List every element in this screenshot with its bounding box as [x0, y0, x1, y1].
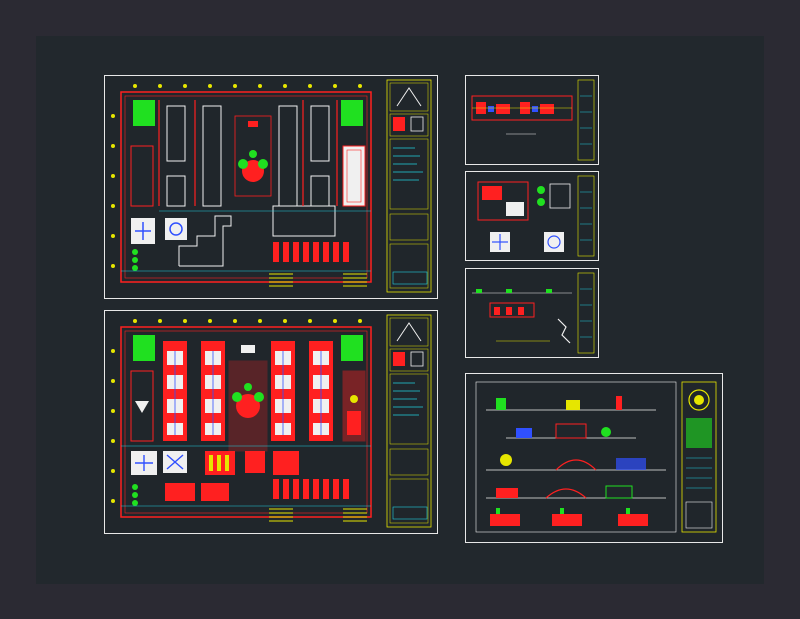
sheet-detail[interactable]: [465, 171, 599, 261]
floor-plan-lower-drawing: [111, 314, 432, 528]
elevation-drawing: [472, 272, 595, 354]
detail-drawing: [477, 175, 595, 257]
cad-viewport[interactable]: [36, 36, 764, 584]
sheet-elevation[interactable]: [465, 268, 599, 358]
floor-plan-upper-drawing: [111, 79, 432, 293]
sheet-floor-plan-lower[interactable]: [104, 310, 438, 534]
sheet-floor-plan-upper[interactable]: [104, 75, 438, 299]
section-drawing: [471, 79, 595, 161]
elevations-drawing: [475, 381, 717, 533]
sheet-elevations[interactable]: [465, 373, 723, 543]
sheet-section[interactable]: [465, 75, 599, 165]
